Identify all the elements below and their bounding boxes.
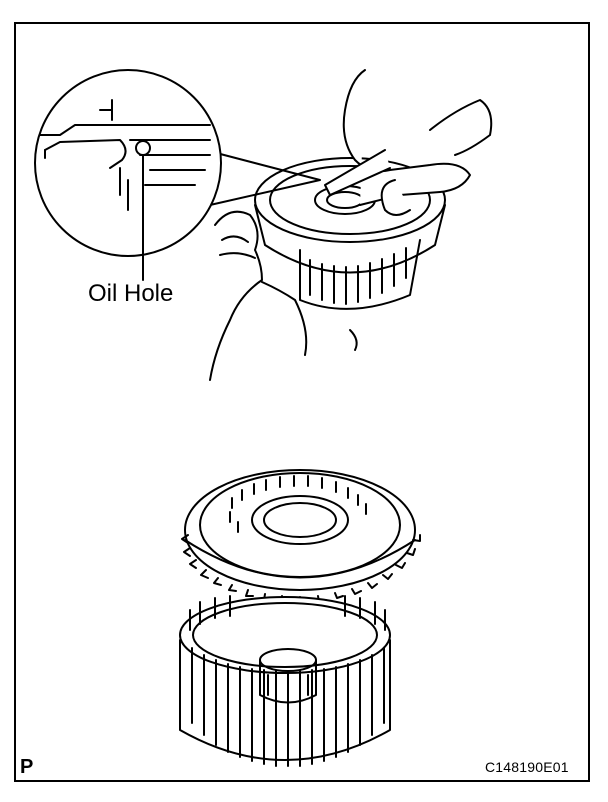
- left-hand: [209, 210, 308, 381]
- magnifier-callout: [34, 69, 321, 281]
- clutch-drum: [179, 595, 391, 767]
- air-gun-hand: [324, 69, 493, 351]
- clutch-piston: [181, 469, 421, 604]
- corner-mark: P: [20, 756, 34, 778]
- oil-hole-label: Oil Hole: [88, 280, 174, 307]
- figure-id: C148190E01: [485, 759, 569, 775]
- figure-frame: [14, 22, 590, 782]
